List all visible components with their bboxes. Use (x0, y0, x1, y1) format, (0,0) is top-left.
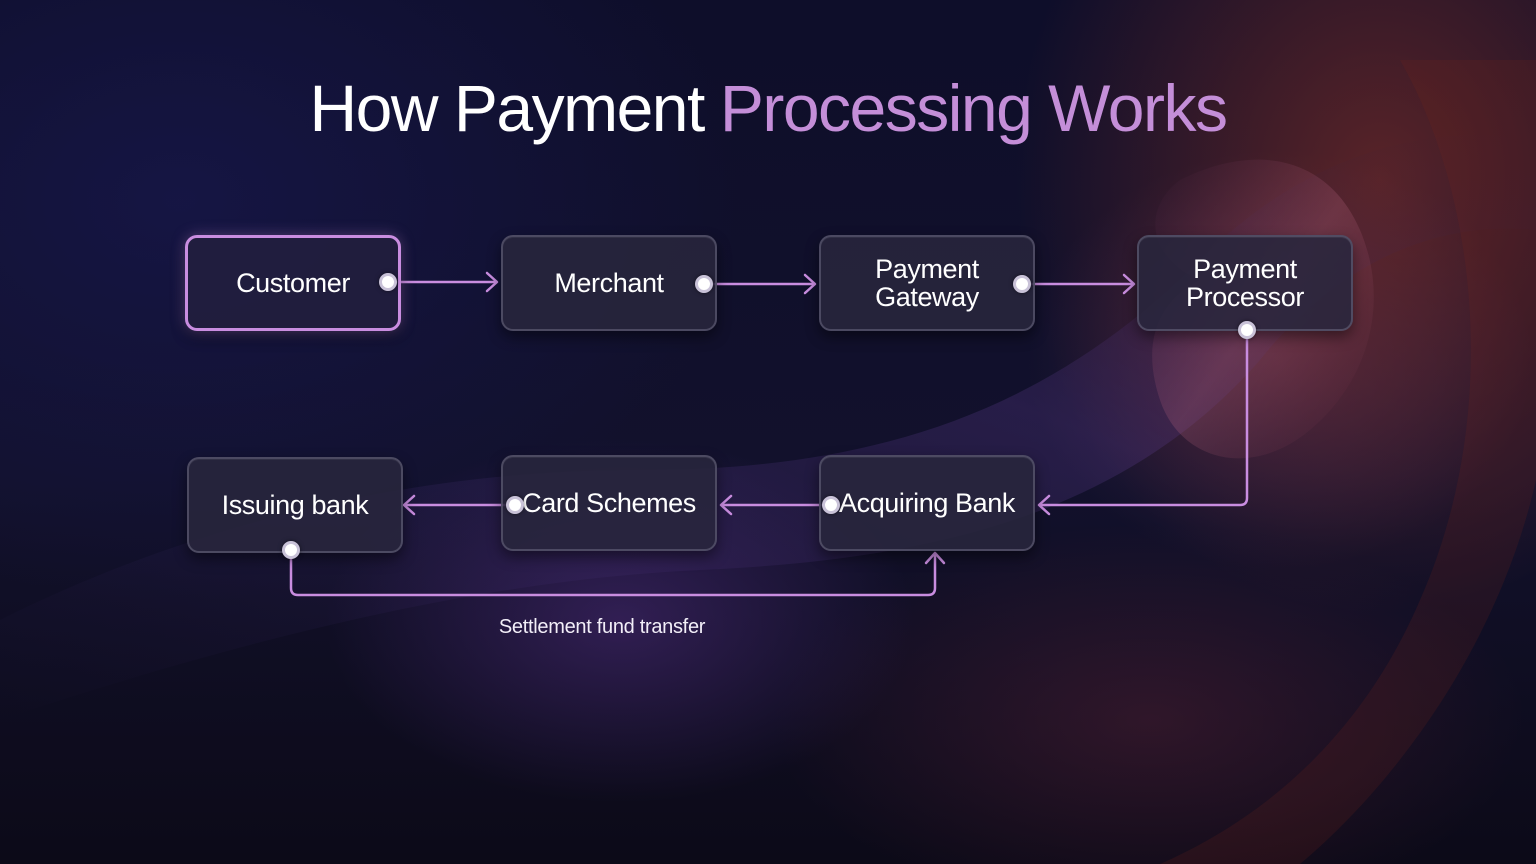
node-payment-processor-label: Payment Processor (1186, 254, 1304, 312)
arrowhead-settlement (924, 551, 946, 565)
node-payment-processor: Payment Processor (1137, 235, 1353, 331)
connector-dot-issuing (282, 541, 300, 559)
node-card-schemes: Card Schemes (501, 455, 717, 551)
arrowhead-acquiring (1037, 494, 1051, 516)
arrowhead-issuing (402, 494, 416, 516)
node-merchant: Merchant (501, 235, 717, 331)
connector-dot-schemes (506, 496, 524, 514)
node-customer-label: Customer (236, 268, 350, 298)
node-merchant-label: Merchant (554, 268, 664, 298)
arrowhead-processor (1122, 273, 1136, 295)
arrowhead-gateway (803, 273, 817, 295)
title-part-white: How Payment (309, 71, 706, 145)
connector-dot-processor (1238, 321, 1256, 339)
node-acquiring-bank-label: Acquiring Bank (838, 488, 1015, 518)
connector-dot-gateway (1013, 275, 1031, 293)
connector-dot-merchant (695, 275, 713, 293)
node-customer: Customer (185, 235, 401, 331)
connector-dot-acquiring (822, 496, 840, 514)
node-payment-gateway-label: Payment Gateway (875, 254, 979, 312)
node-issuing-bank-label: Issuing bank (221, 490, 369, 520)
settlement-label: Settlement fund transfer (498, 616, 706, 638)
node-issuing-bank: Issuing bank (187, 457, 403, 553)
title-part-accent: Processing Works (719, 71, 1228, 145)
node-card-schemes-label: Card Schemes (522, 488, 696, 518)
arrowhead-merchant (485, 271, 499, 293)
node-acquiring-bank: Acquiring Bank (819, 455, 1035, 551)
connector-settlement (289, 548, 937, 597)
arrowhead-schemes (719, 494, 733, 516)
node-payment-gateway: Payment Gateway (819, 235, 1035, 331)
connector-processor-acquiring (1038, 328, 1249, 507)
connector-dot-customer (379, 273, 397, 291)
